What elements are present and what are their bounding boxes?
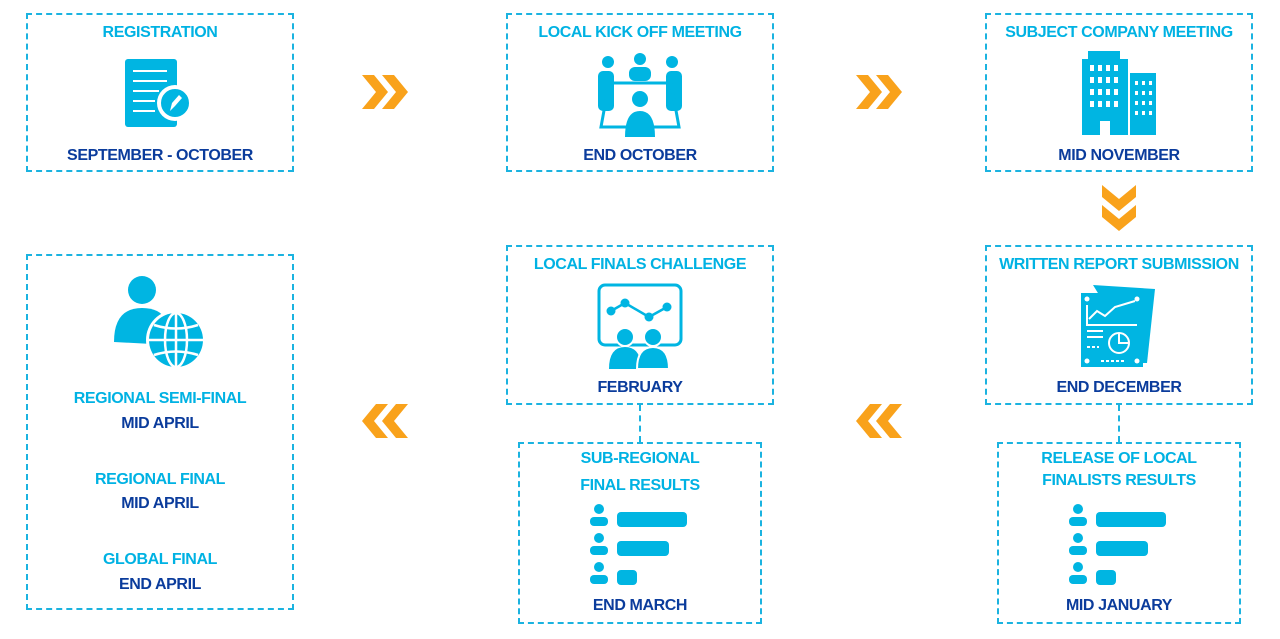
step-date: MID JANUARY xyxy=(1065,597,1173,614)
global-final-title: GLOBAL FINAL xyxy=(102,551,217,568)
regional-semi-final-title: REGIONAL SEMI-FINAL xyxy=(73,390,247,407)
presentation-icon xyxy=(597,283,683,369)
step-title: RELEASE OF LOCAL xyxy=(1041,450,1197,467)
regional-final-date: MID APRIL xyxy=(121,495,199,512)
step-date: SEPTEMBER - OCTOBER xyxy=(67,147,253,164)
user-globe-icon xyxy=(114,276,206,370)
ranking-icon xyxy=(590,504,687,585)
step-title: SUB-REGIONAL xyxy=(580,450,700,467)
chevron-left-icon xyxy=(856,404,902,438)
step-date: END MARCH xyxy=(592,597,688,614)
step-release-of-local-finalists-results: RELEASE OF LOCAL FINALISTS RESULTS MID J… xyxy=(997,442,1241,624)
connector-line xyxy=(639,405,641,442)
step-title-line2: FINAL RESULTS xyxy=(580,477,700,494)
step-local-finals-challenge: LOCAL FINALS CHALLENGE FEBRUARY xyxy=(506,245,774,405)
report-icon xyxy=(1081,285,1155,367)
chevron-left-icon xyxy=(362,404,408,438)
step-date: END OCTOBER xyxy=(583,147,697,164)
step-registration: REGISTRATION SEPTEMBER - OCTOBER xyxy=(26,13,294,172)
step-title: WRITTEN REPORT SUBMISSION xyxy=(999,256,1239,273)
step-title: LOCAL FINALS CHALLENGE xyxy=(533,256,747,273)
step-written-report-submission: WRITTEN REPORT SUBMISSION END DECEMBER xyxy=(985,245,1253,405)
step-date: END DECEMBER xyxy=(1056,379,1182,396)
step-local-kick-off-meeting: LOCAL KICK OFF MEETING END OCTOBER xyxy=(506,13,774,172)
buildings-icon xyxy=(1082,51,1156,135)
chevron-right-icon xyxy=(856,75,902,109)
step-date: MID NOVEMBER xyxy=(1058,147,1180,164)
document-pen-icon xyxy=(125,59,193,127)
meeting-icon xyxy=(598,53,682,137)
step-date: FEBRUARY xyxy=(597,379,683,396)
chevron-down-icon xyxy=(1102,185,1136,231)
step-title-line2: FINALISTS RESULTS xyxy=(1042,472,1196,489)
step-title: REGISTRATION xyxy=(102,24,218,41)
step-title: LOCAL KICK OFF MEETING xyxy=(538,24,742,41)
step-subject-company-meeting: SUBJECT COMPANY MEETING MID NOVEMBER xyxy=(985,13,1253,172)
step-sub-regional-final-results: SUB-REGIONAL FINAL RESULTS END MARCH xyxy=(518,442,762,624)
step-title: SUBJECT COMPANY MEETING xyxy=(1005,24,1233,41)
connector-line xyxy=(1118,405,1120,442)
regional-final-title: REGIONAL FINAL xyxy=(94,471,226,488)
chevron-right-icon xyxy=(362,75,408,109)
global-final-date: END APRIL xyxy=(118,576,202,593)
step-finals: REGIONAL SEMI-FINAL MID APRIL REGIONAL F… xyxy=(26,254,294,610)
ranking-icon xyxy=(1069,504,1166,585)
regional-semi-final-date: MID APRIL xyxy=(121,415,199,432)
